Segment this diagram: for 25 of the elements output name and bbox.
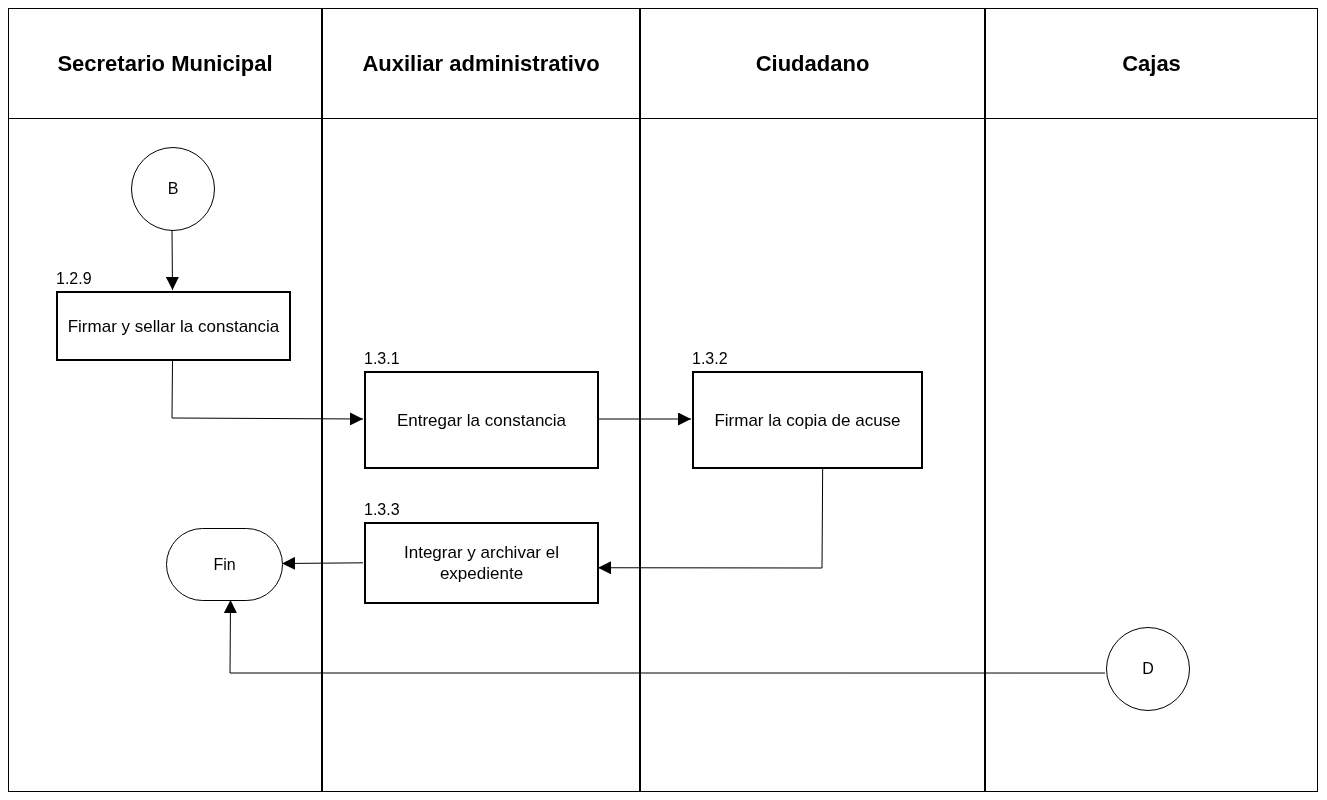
lane-header: Auxiliar administrativo	[323, 9, 639, 119]
step-number: 1.3.1	[364, 350, 400, 368]
lane-header: Cajas	[986, 9, 1317, 119]
arrow	[165, 229, 179, 291]
arrow	[597, 412, 692, 426]
arrow	[597, 467, 824, 575]
terminator: Fin	[166, 528, 283, 601]
connector-circle: D	[1106, 627, 1190, 711]
step-number: 1.3.2	[692, 350, 728, 368]
swimlane	[8, 8, 322, 792]
process-box: Firmar la copia de acuse	[692, 371, 923, 469]
arrow	[171, 359, 364, 426]
process-box: Integrar y archivar el expediente	[364, 522, 599, 604]
process-box: Firmar y sellar la constancia	[56, 291, 291, 361]
swimlane	[640, 8, 985, 792]
step-number: 1.3.3	[364, 501, 400, 519]
lane-header: Secretario Municipal	[9, 9, 321, 119]
step-number: 1.2.9	[56, 270, 92, 288]
connector-circle: B	[131, 147, 215, 231]
process-box: Entregar la constancia	[364, 371, 599, 469]
arrow	[223, 599, 1106, 674]
lane-header: Ciudadano	[641, 9, 984, 119]
swimlane	[322, 8, 640, 792]
swimlane	[985, 8, 1318, 792]
arrow	[281, 556, 364, 570]
